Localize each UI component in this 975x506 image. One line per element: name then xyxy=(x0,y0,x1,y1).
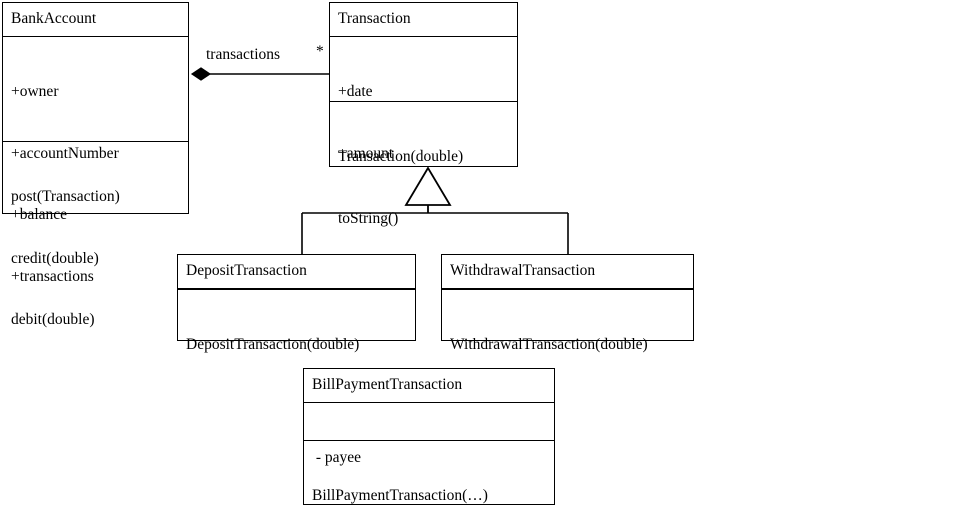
operation-transaction-ctor: Transaction(double) xyxy=(338,147,464,165)
operations-compartment-bankaccount: post(Transaction) credit(double) debit(d… xyxy=(3,140,188,378)
operation-transaction-tostring: toString() xyxy=(338,209,399,227)
association-role-label: transactions xyxy=(206,46,281,63)
operation-credit: credit(double) xyxy=(11,249,99,267)
attribute-balance: +balance xyxy=(11,206,68,224)
class-box-billpaymenttransaction[interactable]: BillPaymentTransaction - payee BillPayme… xyxy=(303,368,555,505)
attribute-payee: - payee xyxy=(312,448,362,466)
attribute-transactions: +transactions xyxy=(11,268,94,286)
operations-compartment-transaction: Transaction(double) toString() xyxy=(330,100,517,276)
attributes-compartment-bankaccount: +owner +accountNumber +balance +transact… xyxy=(3,35,188,285)
attribute-date: +date xyxy=(338,82,373,100)
operation-billpaymenttransaction-ctor: BillPaymentTransaction(…) xyxy=(312,486,488,504)
class-name-bankaccount: BankAccount xyxy=(11,10,97,27)
class-box-deposittransaction[interactable]: DepositTransaction DepositTransaction(do… xyxy=(177,254,416,353)
operations-compartment-billpaymenttransaction: BillPaymentTransaction(…) toString() xyxy=(304,439,554,506)
attributes-compartment-transaction: +date +amount xyxy=(330,35,517,162)
operations-compartment-withdrawaltransaction: WithdrawalTransaction(double) xyxy=(442,288,693,402)
class-box-withdrawaltransaction[interactable]: WithdrawalTransaction WithdrawalTransact… xyxy=(441,254,694,353)
attribute-account-number: +accountNumber xyxy=(11,144,119,162)
composition-diamond-icon xyxy=(190,67,212,81)
attribute-owner: +owner xyxy=(11,82,59,100)
operation-post: post(Transaction) xyxy=(11,187,120,205)
association-multiplicity-label: * xyxy=(316,43,324,60)
operation-debit: debit(double) xyxy=(11,311,95,329)
operations-compartment-deposittransaction: DepositTransaction(double) xyxy=(178,288,415,402)
attributes-compartment-deposittransaction xyxy=(178,287,415,289)
attributes-compartment-billpaymenttransaction: - payee xyxy=(304,401,554,466)
operation-deposittransaction-ctor: DepositTransaction(double) xyxy=(186,335,360,353)
attribute-amount: +amount xyxy=(338,144,394,162)
class-name-billpaymenttransaction: BillPaymentTransaction xyxy=(312,376,463,393)
class-name-transaction: Transaction xyxy=(338,10,411,27)
class-name-deposittransaction: DepositTransaction xyxy=(186,262,307,279)
attributes-compartment-withdrawaltransaction xyxy=(442,287,693,289)
class-name-withdrawaltransaction: WithdrawalTransaction xyxy=(450,262,596,279)
class-box-transaction[interactable]: Transaction +date +amount Transaction(do… xyxy=(329,2,518,227)
class-box-bankaccount[interactable]: BankAccount +owner +accountNumber +balan… xyxy=(2,2,189,328)
operation-withdrawaltransaction-ctor: WithdrawalTransaction(double) xyxy=(450,335,648,353)
composition-edge-bankaccount-transaction xyxy=(190,67,329,81)
